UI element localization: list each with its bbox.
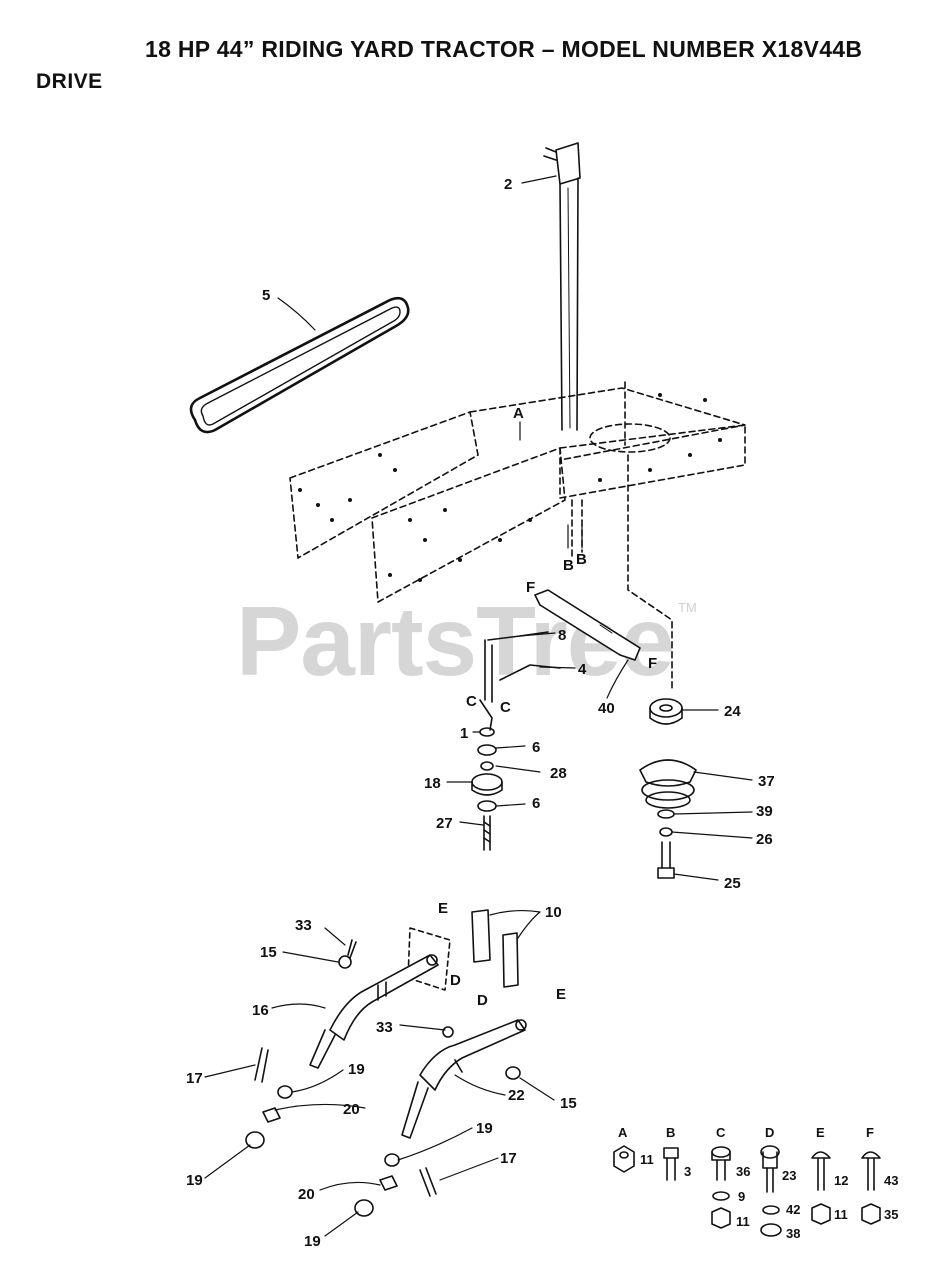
leader-lines [204, 175, 753, 1237]
callout-6-b: 6 [532, 795, 540, 812]
callout-10: 10 [545, 904, 562, 921]
callout-19-a: 19 [348, 1061, 365, 1078]
callout-d-1: D [450, 972, 461, 989]
callout-40: 40 [598, 700, 615, 717]
callout-1: 1 [460, 725, 468, 742]
callout-e-1: E [438, 900, 448, 917]
key-d-part-2: 42 [786, 1202, 800, 1217]
key-e-part-2: 11 [834, 1207, 848, 1222]
lever-16 [309, 954, 439, 1069]
callout-19-b: 19 [186, 1172, 203, 1189]
key-f-part-1: 43 [884, 1173, 898, 1188]
key-e-part-1: 12 [834, 1173, 848, 1188]
callout-33-a: 33 [295, 917, 312, 934]
callout-20-b: 20 [298, 1186, 315, 1203]
callout-15-a: 15 [260, 944, 277, 961]
callout-d-2: D [477, 992, 488, 1009]
callout-27: 27 [436, 815, 453, 832]
frame [289, 381, 746, 691]
frame-holes [298, 393, 722, 582]
key-c-part-3: 11 [736, 1214, 750, 1229]
callout-15-b: 15 [560, 1095, 577, 1112]
key-d-part-1: 23 [782, 1168, 796, 1183]
key-c-part-1: 36 [736, 1164, 750, 1179]
callout-2: 2 [504, 176, 512, 193]
watermark-trademark: TM [678, 600, 697, 615]
callout-8: 8 [558, 627, 566, 644]
callout-16: 16 [252, 1002, 269, 1019]
callout-20-a: 20 [343, 1101, 360, 1118]
callout-25: 25 [724, 875, 741, 892]
hardware-key-shapes [613, 1145, 881, 1237]
callout-a: A [513, 405, 524, 422]
callout-33-b: 33 [376, 1019, 393, 1036]
key-b-part-1: 3 [684, 1164, 691, 1179]
callout-37: 37 [758, 773, 775, 790]
belt [189, 296, 410, 434]
callout-f-1: F [526, 579, 535, 596]
callout-labels: 2 5 A B B F F 8 4 40 C C 1 6 28 18 6 27 … [186, 176, 775, 1250]
key-d-part-3: 38 [786, 1226, 800, 1241]
idler-pulley-stack [471, 727, 503, 851]
callout-18: 18 [424, 775, 441, 792]
callout-f-2: F [648, 655, 657, 672]
callout-19-d: 19 [304, 1233, 321, 1250]
callout-22: 22 [508, 1087, 525, 1104]
callout-e-2: E [556, 986, 566, 1003]
key-c-part-2: 9 [738, 1189, 745, 1204]
callout-26: 26 [756, 831, 773, 848]
callout-5: 5 [262, 287, 270, 304]
callout-b-2: B [576, 551, 587, 568]
key-f-part-2: 35 [884, 1207, 898, 1222]
callout-17-b: 17 [500, 1150, 517, 1167]
drive-rod [543, 142, 581, 431]
key-letter-d: D [765, 1125, 774, 1140]
callout-28: 28 [550, 765, 567, 782]
lever-22 [401, 1019, 527, 1139]
callout-4: 4 [578, 661, 587, 678]
key-a-part-1: 11 [640, 1152, 654, 1167]
clutch-pulley-stack [639, 698, 697, 879]
key-letter-c: C [716, 1125, 726, 1140]
callout-17-a: 17 [186, 1070, 203, 1087]
page-title: 18 HP 44” RIDING YARD TRACTOR – MODEL NU… [145, 36, 863, 62]
key-letter-a: A [618, 1125, 628, 1140]
brackets [407, 909, 519, 991]
section-title: DRIVE [36, 70, 103, 93]
key-letter-f: F [866, 1125, 874, 1140]
key-letter-e: E [816, 1125, 825, 1140]
callout-b-1: B [563, 557, 574, 574]
hardware-key-labels: A 11 B 3 C 36 9 11 D 23 42 38 E 12 11 F … [618, 1125, 898, 1241]
callout-c-1: C [466, 693, 477, 710]
key-letter-b: B [666, 1125, 675, 1140]
callout-19-c: 19 [476, 1120, 493, 1137]
callout-39: 39 [756, 803, 773, 820]
callout-c-2: C [500, 699, 511, 716]
callout-6-a: 6 [532, 739, 540, 756]
callout-24: 24 [724, 703, 741, 720]
